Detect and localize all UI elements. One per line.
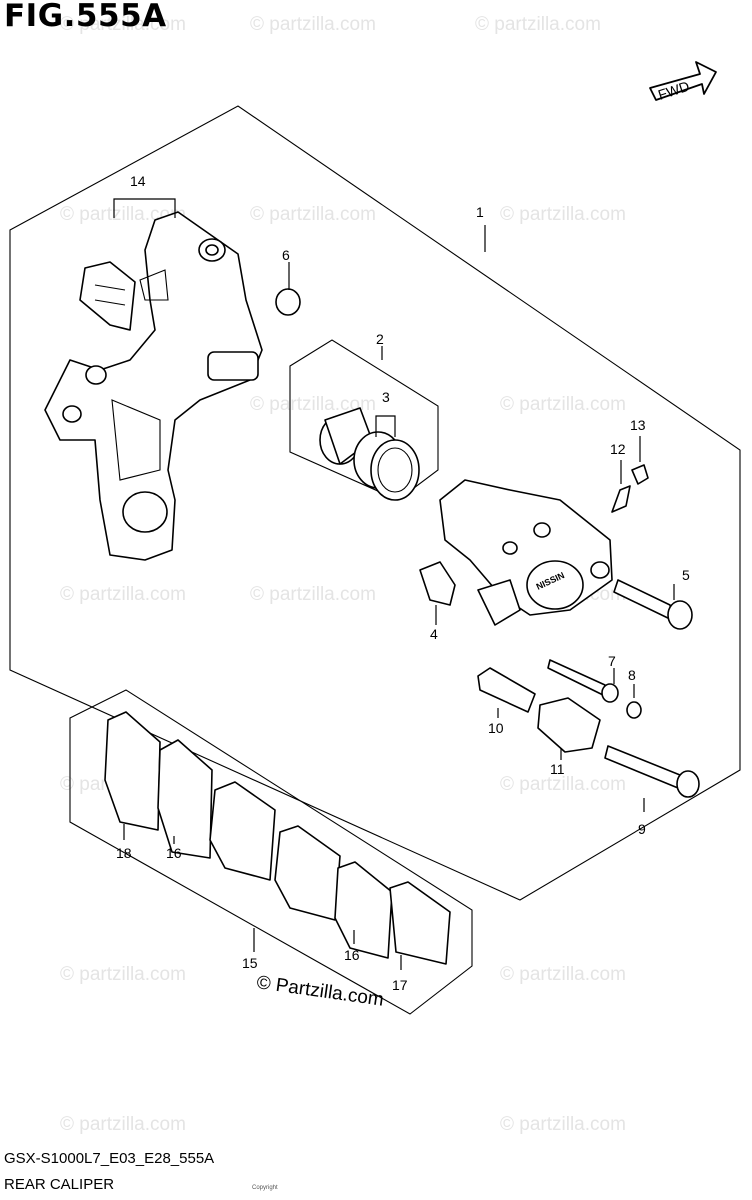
bleeder-screw-12 (611, 485, 631, 513)
callout-17: 17 (392, 977, 408, 993)
callout-3: 3 (382, 389, 390, 405)
callout-14: 14 (130, 173, 146, 189)
callout-13: 13 (630, 417, 646, 433)
bushing-6 (275, 288, 301, 316)
section-name: REAR CALIPER (4, 1176, 115, 1193)
callout-15: 15 (242, 955, 258, 971)
watermark-text: © partzilla.com (60, 584, 186, 605)
watermark-text: © partzilla.com (475, 14, 601, 35)
pad-retainer-clip (419, 561, 456, 606)
callout-7: 7 (608, 653, 616, 669)
figure-title: FIG.555A (4, 0, 167, 34)
fwd-arrow-icon: FWD (649, 61, 717, 103)
watermark-text: © partzilla.com (60, 1114, 186, 1135)
boot-10 (477, 667, 536, 713)
pad-16-lower (334, 861, 393, 959)
model-code: GSX-S1000L7_E03_E28_555A (4, 1150, 215, 1167)
watermark-text: © partzilla.com (500, 394, 626, 415)
callout-18: 18 (116, 845, 132, 861)
pad-shim (274, 825, 341, 921)
caliper-assembly-outline (9, 105, 741, 901)
pad-shim-17 (389, 881, 451, 965)
partzilla-watermark: © Partzilla.com (255, 972, 385, 1011)
watermark-text: © partzilla.com (500, 964, 626, 985)
fwd-label: FWD (656, 78, 691, 103)
bolt-9 (604, 745, 700, 798)
watermark-text: © partzilla.com (500, 204, 626, 225)
bleeder-cap-13 (631, 464, 649, 485)
pin-cap-8 (626, 701, 642, 719)
callout-5: 5 (682, 567, 690, 583)
piston-kit-outline (289, 339, 439, 501)
callout-9: 9 (638, 821, 646, 837)
watermark-text: © partzilla.com (60, 964, 186, 985)
caliper-body: NISSIN (439, 479, 613, 626)
brake-pads (104, 711, 451, 965)
callout-12: 12 (610, 441, 626, 457)
watermark-text: © partzilla.com (60, 14, 186, 35)
watermark-text: © partzilla.com (500, 1114, 626, 1135)
watermark-text: © partzilla.com (250, 204, 376, 225)
callout-10: 10 (488, 720, 504, 736)
callout-1: 1 (476, 204, 484, 220)
caliper-bracket (44, 211, 263, 561)
pad-shim-18 (104, 711, 161, 831)
pad-16-upper (157, 739, 213, 859)
callout-2: 2 (376, 331, 384, 347)
callout-numbers: 1 2 3 4 5 6 7 8 9 10 11 12 13 14 15 16 1… (116, 173, 690, 993)
slide-pin-5 (613, 579, 693, 630)
callout-8: 8 (628, 667, 636, 683)
sleeve-11 (537, 697, 601, 753)
pin-7 (547, 659, 619, 703)
callout-4: 4 (430, 626, 438, 642)
watermark-text: © partzilla.com (500, 774, 626, 795)
callout-16-upper: 16 (166, 845, 182, 861)
callout-6: 6 (282, 247, 290, 263)
callout-11: 11 (550, 761, 565, 777)
pad-center (209, 781, 276, 881)
watermark-text: © partzilla.com (250, 14, 376, 35)
copyright-note: Copyright (252, 1185, 278, 1191)
piston-and-seals (319, 407, 420, 501)
leader-lines (113, 198, 675, 970)
pad-set-outline (69, 689, 473, 1015)
watermark-text: © partzilla.com (250, 584, 376, 605)
pad-spring (79, 261, 136, 331)
watermark-text: © partzilla.com (250, 394, 376, 415)
callout-16-lower: 16 (344, 947, 360, 963)
